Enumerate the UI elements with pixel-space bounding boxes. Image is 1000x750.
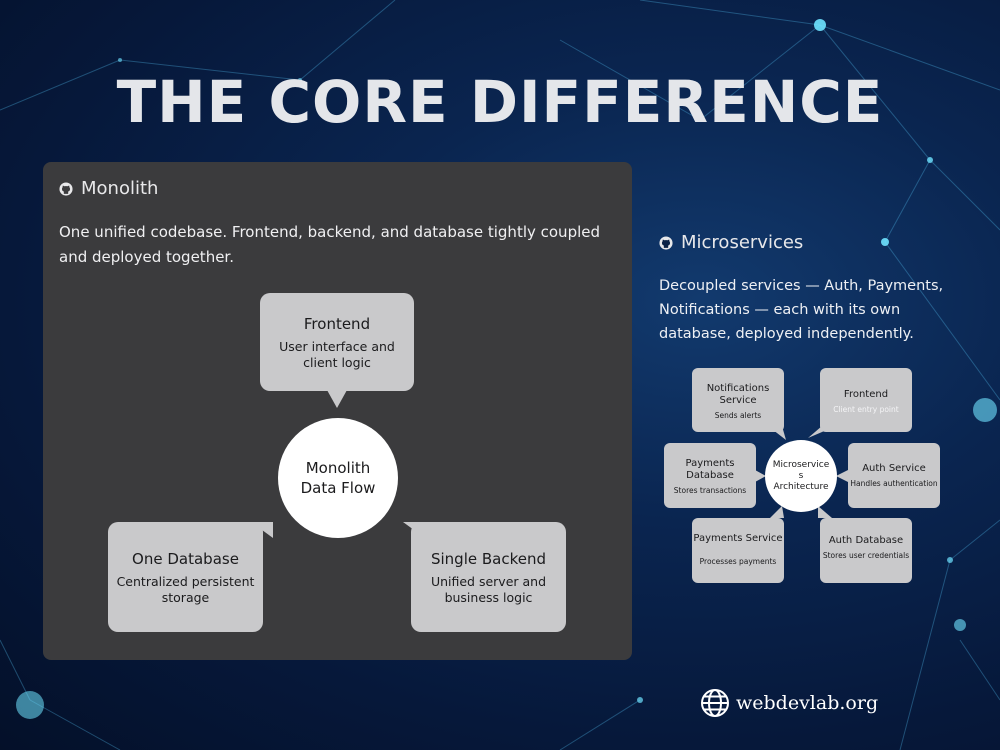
microservices-description: Decoupled services — Auth, Payments, Not… bbox=[659, 278, 944, 342]
monolith-description: One unified codebase. Frontend, backend,… bbox=[59, 223, 601, 266]
github-icon bbox=[659, 235, 673, 250]
monolith-center-circle: Monolith Data Flow bbox=[278, 418, 398, 538]
github-icon bbox=[59, 181, 73, 196]
micro-node-auth-service: Auth Service Handles authentication bbox=[848, 443, 940, 508]
microservices-heading-text: Microservices bbox=[681, 232, 804, 253]
micro-node-frontend: Frontend Client entry point bbox=[820, 368, 912, 432]
page-title: THE CORE DIFFERENCE bbox=[116, 68, 884, 136]
monolith-panel: Monolith One unified codebase. Frontend,… bbox=[43, 162, 632, 660]
micro-node-payments-service: Payments Service Processes payments bbox=[692, 518, 784, 583]
monolith-heading: Monolith bbox=[59, 178, 158, 199]
micro-node-auth-database: Auth Database Stores user credentials bbox=[820, 518, 912, 583]
micro-center-circle: Microservice s Architecture bbox=[765, 440, 837, 512]
node-title: Frontend bbox=[303, 315, 371, 333]
microservices-heading: Microservices bbox=[659, 232, 803, 253]
globe-icon bbox=[701, 689, 729, 717]
monolith-heading-text: Monolith bbox=[81, 178, 159, 199]
node-title: One Database bbox=[132, 550, 239, 568]
brand-text: webdevlab.org bbox=[736, 692, 879, 714]
brand-link[interactable]: webdevlab.org bbox=[700, 688, 878, 718]
node-title: Single Backend bbox=[430, 550, 547, 568]
